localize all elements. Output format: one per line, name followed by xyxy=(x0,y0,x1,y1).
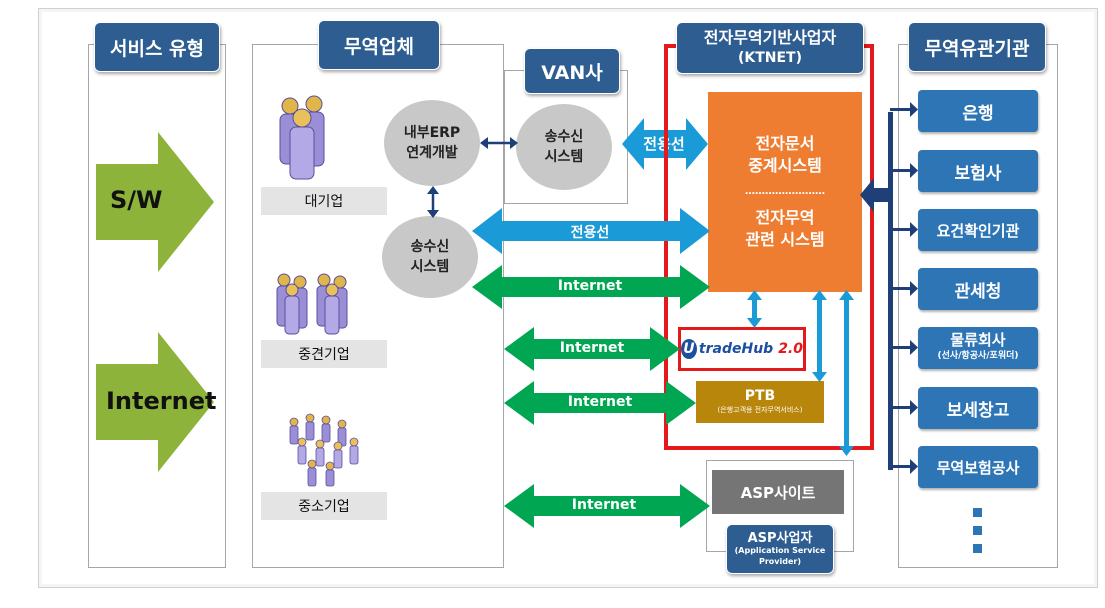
company-ktnet-internet-arrow xyxy=(472,265,710,309)
company-ktnet-internet-label: Internet xyxy=(557,278,623,294)
mid-company-label: 중견기업 xyxy=(261,340,387,368)
trade-system-line2: 관련 시스템 xyxy=(745,230,825,249)
company-ktnet-dedicated-arrow xyxy=(472,208,710,254)
asp-provider-sub1: (Application Service xyxy=(734,545,826,555)
van-tx-line2: 시스템 xyxy=(544,149,584,165)
agency-insurance: 보험사 xyxy=(918,150,1038,192)
ptb-box: PTB (은행고객용 전자무역서비스) xyxy=(696,381,824,423)
agency-customs: 관세청 xyxy=(918,268,1038,310)
ptb-subtitle: (은행고객용 전자무역서비스) xyxy=(717,406,803,414)
asp-provider-title: ASP사업자 xyxy=(747,530,813,546)
erp-ellipse: 내부ERP 연계개발 xyxy=(384,100,480,186)
van-tx-line1: 송수신 xyxy=(544,129,584,145)
small-company-people-icon xyxy=(289,413,359,487)
asp-site-box: ASP사이트 xyxy=(712,470,844,514)
internet-arrow xyxy=(96,332,214,472)
company-ktnet-dedicated-label: 전용선 xyxy=(570,225,610,241)
agency-trade-insurance: 무역보험공사 xyxy=(918,446,1038,488)
asp-provider-sub2: Provider) xyxy=(758,556,801,566)
small-company-label: 중소기업 xyxy=(261,492,387,520)
ktnet-orange-box: 전자문서 중계시스템 …………………… 전자무역 관련 시스템 xyxy=(708,92,862,292)
trade-system-line1: 전자무역 xyxy=(755,208,815,227)
more-dot-1 xyxy=(973,508,982,517)
company-tx-line1: 송수신 xyxy=(410,239,450,255)
agencies-bus-connector xyxy=(860,102,918,474)
agency-requirement-check: 요건확인기관 xyxy=(918,209,1038,251)
ktnet-subtitle: (KTNET) xyxy=(737,50,803,66)
internet-label: Internet xyxy=(106,387,217,415)
agency-logistics-sub: (선사/항공사/포워더) xyxy=(937,351,1019,361)
ktnet-internal-connectors xyxy=(747,290,854,456)
service-type-panel xyxy=(88,44,226,568)
agencies-header: 무역유관기관 xyxy=(908,22,1046,72)
van-header: VAN사 xyxy=(524,48,620,94)
relay-line1: 전자문서 xyxy=(755,134,815,153)
more-dot-3 xyxy=(973,544,982,553)
small-asp-internet-label: Internet xyxy=(571,497,637,513)
company-tx-line2: 시스템 xyxy=(410,259,450,275)
trade-company-header: 무역업체 xyxy=(318,20,440,70)
ptb-title: PTB xyxy=(744,388,776,404)
large-company-people-icon xyxy=(279,95,325,180)
asp-provider-box: ASP사업자 (Application Service Provider) xyxy=(726,524,834,574)
service-type-header: 서비스 유형 xyxy=(94,22,220,72)
company-tx-system-ellipse: 송수신 시스템 xyxy=(382,216,478,298)
erp-van-connector xyxy=(480,137,518,149)
erp-vertical-connector xyxy=(427,186,439,218)
mid-utradehub-internet-label: Internet xyxy=(559,340,625,356)
van-tx-system-ellipse: 송수신 시스템 xyxy=(516,104,612,190)
agency-bonded-warehouse: 보세창고 xyxy=(918,387,1038,429)
mid-ptb-internet-arrow xyxy=(504,381,696,425)
ktnet-title: 전자무역기반사업자 xyxy=(703,28,837,47)
mid-utradehub-internet-arrow xyxy=(504,327,680,371)
agency-bank: 은행 xyxy=(918,90,1038,132)
sw-label: S/W xyxy=(110,186,163,214)
agency-logistics: 물류회사 (선사/항공사/포워더) xyxy=(918,327,1038,369)
utradehub-text: tradeHub xyxy=(698,341,774,357)
mid-company-people-icon xyxy=(276,273,348,335)
ktnet-header: 전자무역기반사업자 (KTNET) xyxy=(676,22,864,74)
small-asp-internet-arrow xyxy=(504,484,710,528)
sw-arrow xyxy=(96,132,214,272)
relay-line2: 중계시스템 xyxy=(748,156,822,175)
utradehub-u-icon: U xyxy=(681,339,697,359)
mid-ptb-internet-label: Internet xyxy=(567,394,633,410)
erp-line1: 내부ERP xyxy=(403,125,461,141)
relay-divider: …………………… xyxy=(745,186,825,197)
erp-line2: 연계개발 xyxy=(406,145,458,161)
utradehub-version: 2.0 xyxy=(778,341,803,357)
more-dot-2 xyxy=(973,526,982,535)
large-company-label: 대기업 xyxy=(261,187,387,215)
agency-logistics-title: 물류회사 xyxy=(950,331,1006,349)
